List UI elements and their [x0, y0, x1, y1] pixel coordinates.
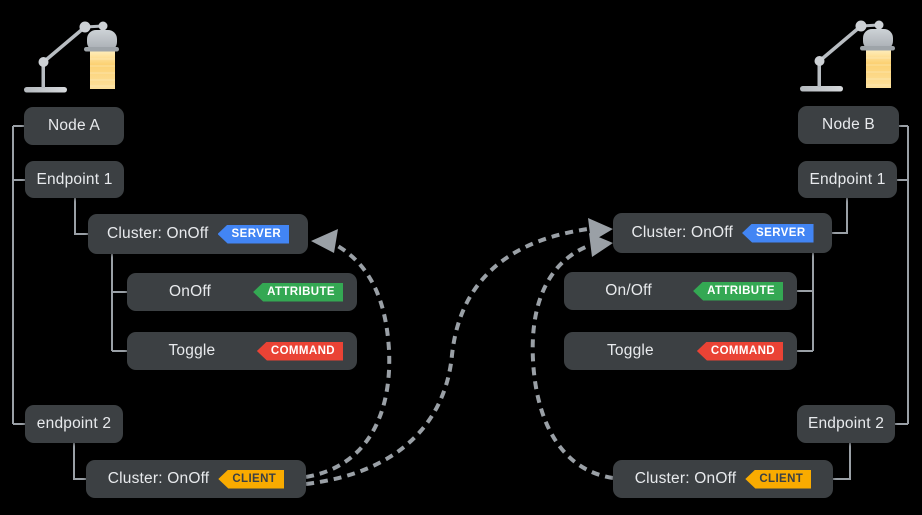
toggle-command-right-label: Toggle: [606, 342, 654, 359]
node-b-label: Node B: [822, 116, 875, 133]
toggle-command-left-box: Toggle COMMAND: [127, 332, 357, 370]
endpoint-2-left-box: endpoint 2: [25, 405, 123, 443]
endpoint-2-right-box: Endpoint 2: [797, 405, 895, 443]
desk-lamp-icon: [798, 18, 897, 94]
cluster-onoff-client-right-box: Cluster: OnOff CLIENT: [613, 460, 833, 498]
cluster-onoff-client-right-label: Cluster: OnOff: [634, 470, 737, 487]
connector-lines-right: [797, 125, 909, 480]
cluster-onoff-server-left-box: Cluster: OnOff SERVER: [88, 214, 308, 254]
toggle-command-left-label: Toggle: [168, 342, 216, 359]
onoff-attribute-right-box: On/Off ATTRIBUTE: [564, 272, 797, 310]
endpoint-2-left-label: endpoint 2: [36, 415, 112, 432]
cluster-onoff-server-right-box: Cluster: OnOff SERVER: [613, 213, 832, 253]
cluster-onoff-server-right-label: Cluster: OnOff: [631, 224, 734, 241]
attribute-badge: ATTRIBUTE: [693, 281, 783, 301]
connector-lines-left: [12, 125, 127, 480]
onoff-attribute-right-label: On/Off: [605, 282, 652, 299]
binding-arrow-clientA-to-serverA: [305, 229, 392, 479]
node-a-box: Node A: [24, 107, 124, 145]
node-a-label: Node A: [47, 117, 101, 134]
desk-lamp-icon: [22, 19, 121, 95]
client-badge: CLIENT: [218, 469, 285, 489]
cluster-onoff-client-left-label: Cluster: OnOff: [107, 470, 210, 487]
server-badge: SERVER: [217, 224, 290, 244]
endpoint-1-left-label: Endpoint 1: [36, 170, 113, 188]
cluster-onoff-client-left-box: Cluster: OnOff CLIENT: [86, 460, 306, 498]
cluster-onoff-server-left-label: Cluster: OnOff: [106, 225, 209, 242]
endpoint-1-right-box: Endpoint 1: [798, 161, 897, 198]
binding-arrow-clientB-to-serverB: [530, 233, 614, 480]
client-badge: CLIENT: [745, 469, 812, 489]
endpoint-1-right-label: Endpoint 1: [809, 170, 886, 188]
onoff-attribute-left-box: OnOff ATTRIBUTE: [127, 273, 357, 311]
command-badge: COMMAND: [256, 341, 343, 361]
command-badge: COMMAND: [696, 341, 783, 361]
server-badge: SERVER: [742, 223, 814, 243]
node-b-box: Node B: [798, 106, 899, 144]
endpoint-1-left-box: Endpoint 1: [25, 161, 124, 198]
attribute-badge: ATTRIBUTE: [253, 282, 343, 302]
onoff-attribute-left-label: OnOff: [169, 283, 212, 300]
endpoint-2-right-label: Endpoint 2: [807, 415, 885, 432]
toggle-command-right-box: Toggle COMMAND: [564, 332, 797, 370]
